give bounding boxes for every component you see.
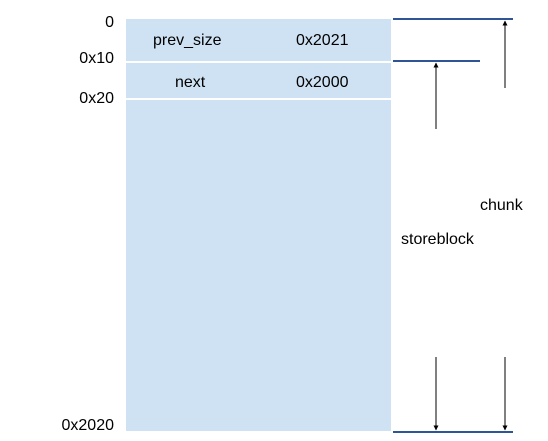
label-storeblock: storeblock (401, 231, 474, 248)
field-value-next: 0x2000 (296, 74, 349, 91)
field-name-prev-size: prev_size (153, 32, 222, 49)
address-label-0x20: 0x20 (79, 90, 114, 107)
row-divider-0x20 (126, 98, 391, 100)
address-label-0x2020: 0x2020 (61, 417, 115, 434)
label-chunk: chunk (480, 197, 523, 214)
field-name-next: next (175, 74, 206, 91)
address-label-0x10: 0x10 (79, 50, 114, 67)
address-label-0: 0 (105, 14, 114, 31)
memory-block (126, 19, 391, 431)
field-value-prev-size: 0x2021 (296, 32, 349, 49)
row-divider-0x10 (126, 61, 391, 63)
